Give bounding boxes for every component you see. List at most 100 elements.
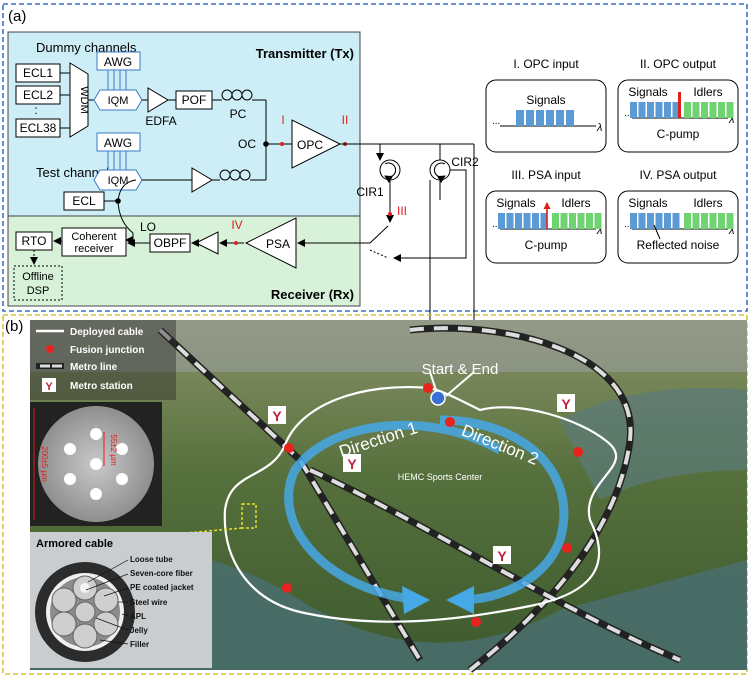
c-pump-line — [678, 92, 681, 118]
edfa-label: EDFA — [145, 114, 176, 128]
signal-channel — [630, 102, 637, 118]
sports-center-label: HEMC Sports Center — [398, 472, 483, 482]
armored-label-2: Seven-core fiber — [130, 569, 193, 578]
signal-channel — [664, 213, 671, 229]
spectrum-pump-label-3: C-pump — [525, 238, 568, 252]
idler-channel — [684, 213, 691, 229]
awg-upper-label: AWG — [104, 55, 132, 69]
idler-channel — [569, 213, 576, 229]
signal-channel — [532, 213, 539, 229]
spectrum-dots-2: ... — [624, 108, 632, 119]
core-pitch-label: 55±2 μm — [109, 434, 118, 466]
iqm-lower — [93, 169, 143, 191]
coherent-receiver-line1: Coherent — [71, 231, 116, 243]
signal-channel — [647, 102, 654, 118]
idler-channel — [709, 102, 717, 118]
spectrum-title-3: III. PSA input — [511, 168, 581, 182]
mark-i-dot — [280, 142, 284, 146]
idler-channel — [560, 213, 568, 229]
spectrum-idlers-label-3: Idlers — [561, 196, 590, 210]
ecl-ellipsis: : — [34, 103, 37, 117]
metro-stations: Y Y Y Y — [268, 394, 575, 564]
awg-lower — [96, 132, 141, 152]
cir1-label: CIR1 — [356, 185, 384, 199]
wdm-label: WDM — [78, 86, 90, 114]
idler-channel — [718, 102, 725, 118]
legend-fusion-junction: Fusion junction — [70, 345, 144, 356]
armored-cable-title: Armored cable — [36, 538, 113, 550]
idler-channel — [577, 213, 585, 229]
mark-iii: III — [397, 204, 407, 218]
map-legend: Deployed cable Fusion junction Metro lin… — [30, 320, 176, 400]
direction-1-arrowhead — [402, 586, 430, 614]
panel-a-label: (a) — [8, 8, 26, 25]
armored-label-4: Steel wire — [130, 598, 168, 607]
spectrum-lambda-2: λ — [728, 114, 734, 126]
svg-text:Y: Y — [272, 408, 282, 424]
signal-channel — [523, 213, 531, 229]
armored-label-7: Filler — [130, 640, 149, 649]
pc-label: PC — [230, 107, 247, 121]
ecl-label: ECL — [72, 194, 96, 208]
rx-title: Receiver (Rx) — [271, 287, 354, 302]
tx-title: Transmitter (Tx) — [256, 46, 354, 61]
mark-iv: IV — [231, 218, 242, 232]
signal-channel — [655, 213, 663, 229]
spectrum-lambda-4: λ — [728, 225, 734, 237]
spectrum-idlers-label-4: Idlers — [693, 196, 722, 210]
idler-channel — [726, 102, 734, 118]
coherent-receiver-line2: receiver — [74, 243, 113, 255]
signal-channel — [526, 110, 534, 126]
idler-channel — [684, 102, 691, 118]
spectrum-signals-label-4: Signals — [628, 196, 667, 210]
signal-channel — [672, 102, 680, 118]
spectrum-dots-4: ... — [624, 219, 632, 230]
awg-lower-label: AWG — [104, 136, 132, 150]
river-east — [560, 388, 747, 500]
fusion-junctions — [282, 383, 583, 627]
svg-text:Y: Y — [347, 456, 357, 472]
obpf-label: OBPF — [154, 236, 187, 250]
deployed-cable-loop — [223, 386, 618, 623]
signal-channel — [546, 110, 554, 126]
dummy-channels-label: Dummy channels — [36, 40, 137, 55]
polarization-controller-lower — [219, 144, 267, 181]
optical-switch — [355, 225, 389, 259]
edfa-amplifier — [147, 87, 169, 113]
start-end-node — [430, 390, 446, 406]
svg-text:Y: Y — [561, 396, 571, 412]
offline-dsp-line2: DSP — [27, 285, 50, 297]
spectrum-title-4: IV. PSA output — [640, 168, 718, 182]
armored-cable-inset: Armored cable — [30, 532, 212, 668]
zoom-region-marker — [241, 503, 257, 529]
signal-channel — [655, 102, 663, 118]
mark-iv-dot — [234, 241, 238, 245]
spectrum-dots-3: ... — [492, 219, 500, 230]
rto-label: RTO — [22, 234, 47, 248]
lo-label: LO — [140, 220, 156, 234]
idler-channel — [692, 102, 700, 118]
wdm-mux — [69, 62, 89, 138]
opc-block — [291, 119, 342, 169]
idler-channel — [726, 213, 734, 229]
signal-channel — [664, 102, 671, 118]
idler-channel — [594, 213, 602, 229]
test-channel-label: Test channel — [36, 165, 109, 180]
idler-channel — [701, 213, 708, 229]
armored-label-1: Loose tube — [130, 555, 173, 564]
spectrum-lambda-3: λ — [596, 225, 602, 237]
legend-metro-station: Metro station — [70, 381, 133, 392]
spectrum-pump-label-2: C-pump — [657, 127, 700, 141]
ecl2-label: ECL2 — [23, 88, 53, 102]
start-end-label: Start & End — [422, 361, 499, 378]
psa-label: PSA — [266, 237, 290, 251]
amplifier-lower — [191, 167, 213, 193]
spectrum-lambda-1: λ — [596, 122, 602, 134]
mark-ii: II — [342, 113, 349, 127]
